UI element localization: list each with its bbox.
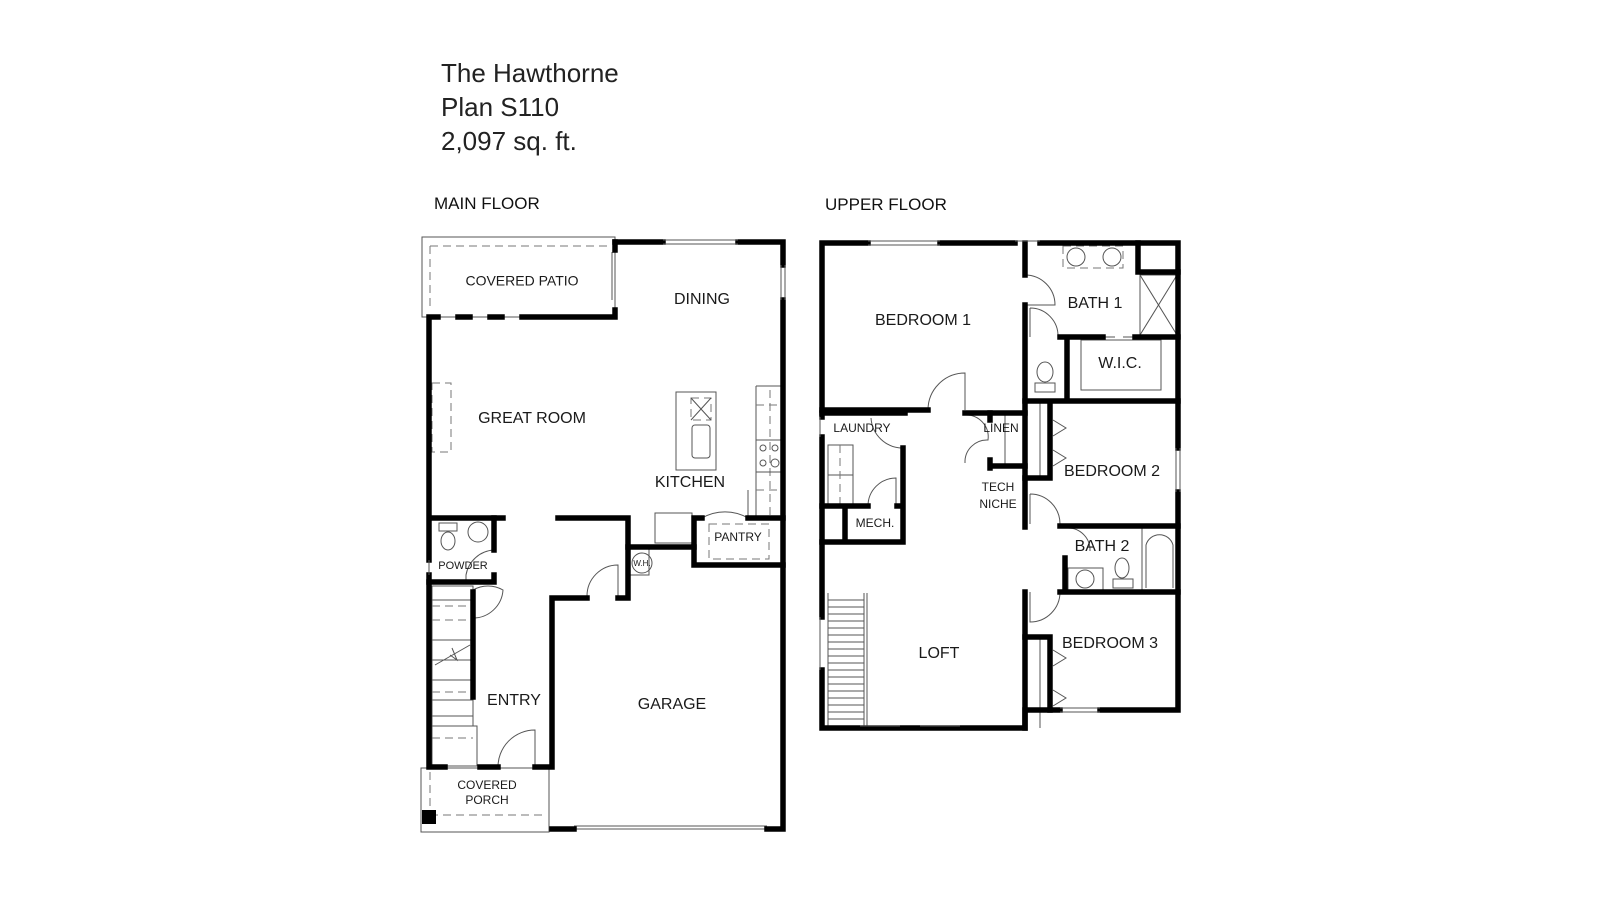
wall [819, 240, 1181, 731]
toilet-icon [1036, 361, 1054, 383]
room-linen: LINEN [983, 421, 1018, 435]
room-bath-1: BATH 1 [1068, 295, 1123, 312]
toilet-icon [1114, 557, 1130, 579]
upper-floor-windows [819, 240, 1181, 727]
wall [819, 407, 1028, 416]
patio-beam [429, 245, 612, 310]
room-bedroom-1: BEDROOM 1 [875, 312, 971, 329]
garage-entry-door [586, 564, 619, 597]
pantry-shelves [708, 523, 770, 560]
fireplace [431, 382, 452, 453]
powder-door [465, 549, 495, 581]
powder-sink-icon [467, 521, 489, 543]
mech-door [867, 477, 897, 507]
closet-door [472, 585, 504, 619]
square-footage: 2,097 sq. ft. [441, 126, 577, 156]
room-laundry: LAUNDRY [833, 421, 890, 435]
sink-icon [1066, 247, 1086, 267]
sink-icon [1075, 569, 1095, 589]
garage-door [574, 825, 767, 830]
room-bedroom-2: BEDROOM 2 [1064, 463, 1160, 480]
linen-doors [964, 414, 989, 464]
upper-stairs [827, 593, 868, 726]
upper-floor-label: UPPER FLOOR [825, 195, 947, 214]
range-icon [755, 439, 783, 473]
counter-cabinets [756, 390, 783, 515]
wall [1135, 240, 1181, 275]
vanity [1062, 245, 1124, 269]
toilet-icon [440, 531, 456, 551]
dishwasher-mark [690, 397, 712, 421]
room-covered-porch-line2: PORCH [465, 793, 508, 807]
wic-shelf [1080, 339, 1162, 391]
wall [691, 544, 786, 568]
window [663, 239, 738, 245]
porch-post [422, 810, 436, 824]
wall [625, 515, 786, 550]
wall [426, 239, 631, 770]
room-bedroom-3: BEDROOM 3 [1062, 635, 1158, 652]
room-covered-porch: COVERED [457, 778, 517, 792]
room-entry: ENTRY [487, 692, 541, 709]
room-water-heater: W.H. [633, 559, 650, 568]
room-bath-2: BATH 2 [1075, 538, 1130, 555]
refrigerator [654, 512, 693, 544]
bath1-door [1024, 274, 1056, 306]
wall [549, 239, 786, 832]
kitchen-island [675, 391, 717, 471]
water-heater-icon [631, 552, 653, 574]
room-garage: GARAGE [638, 696, 706, 713]
sink-icon [691, 424, 711, 459]
main-floor-windows [428, 239, 786, 575]
main-floor-walls [426, 239, 786, 832]
wall [1057, 334, 1181, 401]
room-wic: W.I.C. [1098, 355, 1142, 372]
room-great-room: GREAT ROOM [478, 410, 586, 427]
wall [1057, 523, 1181, 595]
vanity [1067, 567, 1104, 591]
room-labels: COVERED PATIO DINING GREAT ROOM KITCHEN … [438, 273, 1160, 807]
wall [426, 515, 497, 585]
window [868, 240, 940, 246]
dishwasher [690, 397, 712, 421]
upper-floor-plan [819, 240, 1181, 731]
bedroom2-door [1029, 493, 1061, 525]
window [1060, 707, 1100, 713]
room-dining: DINING [674, 291, 730, 308]
main-floor-plan [420, 236, 786, 833]
room-kitchen: KITCHEN [655, 474, 725, 491]
front-door [497, 729, 536, 769]
bedroom3-door [1029, 591, 1061, 623]
room-powder: POWDER [438, 560, 488, 572]
plan-name: The Hawthorne [441, 58, 619, 88]
wall [987, 410, 1028, 471]
wall [819, 410, 908, 545]
main-floor-label: MAIN FLOOR [434, 194, 540, 213]
window [1175, 448, 1181, 492]
upper-floor-walls [819, 240, 1181, 731]
pantry-door [701, 490, 749, 519]
patio-slider-door [611, 252, 616, 300]
bifold-doors [1052, 419, 1067, 707]
room-pantry: PANTRY [714, 530, 762, 544]
wall [1022, 398, 1181, 481]
bedroom1-door [927, 372, 966, 411]
porch-beam [429, 772, 546, 816]
sink-icon [1102, 247, 1122, 267]
wall [1022, 634, 1053, 713]
room-tech-niche-line2: NICHE [979, 497, 1016, 511]
toilet-room-door [1029, 307, 1059, 338]
room-loft: LOFT [919, 645, 960, 662]
room-mech: MECH. [856, 516, 895, 530]
room-covered-patio: COVERED PATIO [465, 273, 578, 289]
bathtub-icon [1141, 527, 1178, 591]
room-tech-niche: TECH [982, 480, 1015, 494]
window [780, 265, 786, 300]
plan-number: Plan S110 [441, 92, 560, 122]
